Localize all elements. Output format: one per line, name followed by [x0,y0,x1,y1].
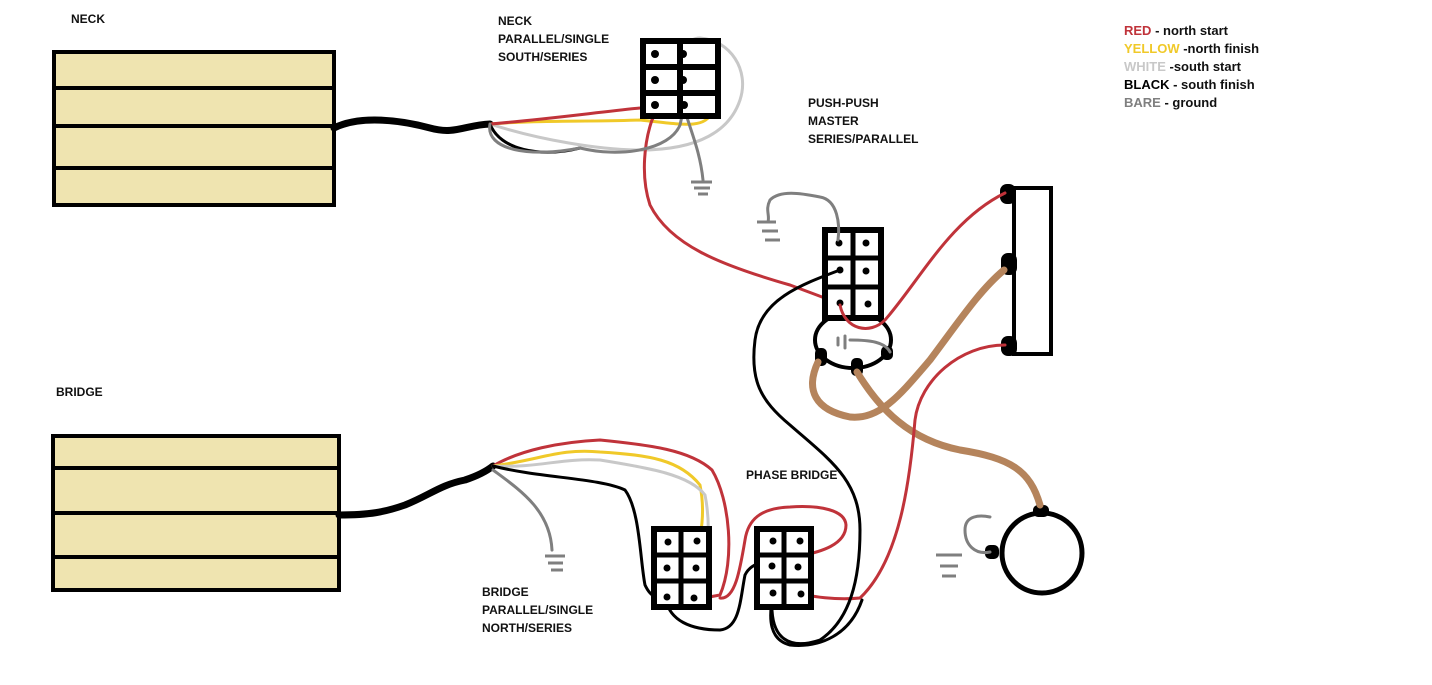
bridge-switch-label-2: PARALLEL/SINGLE [482,603,593,617]
legend: RED - north start YELLOW -north finish W… [1124,23,1259,110]
neck-ground-icon [691,180,712,196]
bridge-switch [651,526,712,610]
pot-ground-icon [757,220,780,242]
legend-item-black: BLACK - south finish [1124,77,1255,92]
push-push-label-1: PUSH-PUSH [808,96,879,110]
neck-switch-label-2: PARALLEL/SINGLE [498,32,609,46]
phase-switch [754,526,814,610]
bridge-pickup-label: BRIDGE [56,385,103,399]
phase-switch-label: PHASE BRIDGE [746,468,837,482]
neck-cable [330,116,494,134]
legend-item-red: RED - north start [1124,23,1229,38]
neck-pickup-label: NECK [71,12,105,26]
legend-item-bare: BARE - ground [1124,95,1217,110]
bridge-switch-label-3: NORTH/SERIES [482,621,572,635]
bridge-ground-icon [545,554,565,572]
volume-pot-side [1000,184,1053,356]
push-push-label-2: MASTER [808,114,859,128]
output-jack [985,505,1085,596]
neck-switch-label-1: NECK [498,14,532,28]
neck-switch-label-3: SOUTH/SERIES [498,50,587,64]
push-push-pot [813,227,893,376]
legend-item-yellow: YELLOW -north finish [1124,41,1259,56]
push-push-label-3: SERIES/PARALLEL [808,132,918,146]
legend-item-white: WHITE -south start [1124,59,1242,74]
jack-ground-icon [936,553,962,578]
bridge-pickup [51,434,341,592]
bridge-cable [335,462,497,519]
bridge-switch-label-1: BRIDGE [482,585,529,599]
neck-switch [640,38,721,119]
neck-pickup [52,50,336,207]
